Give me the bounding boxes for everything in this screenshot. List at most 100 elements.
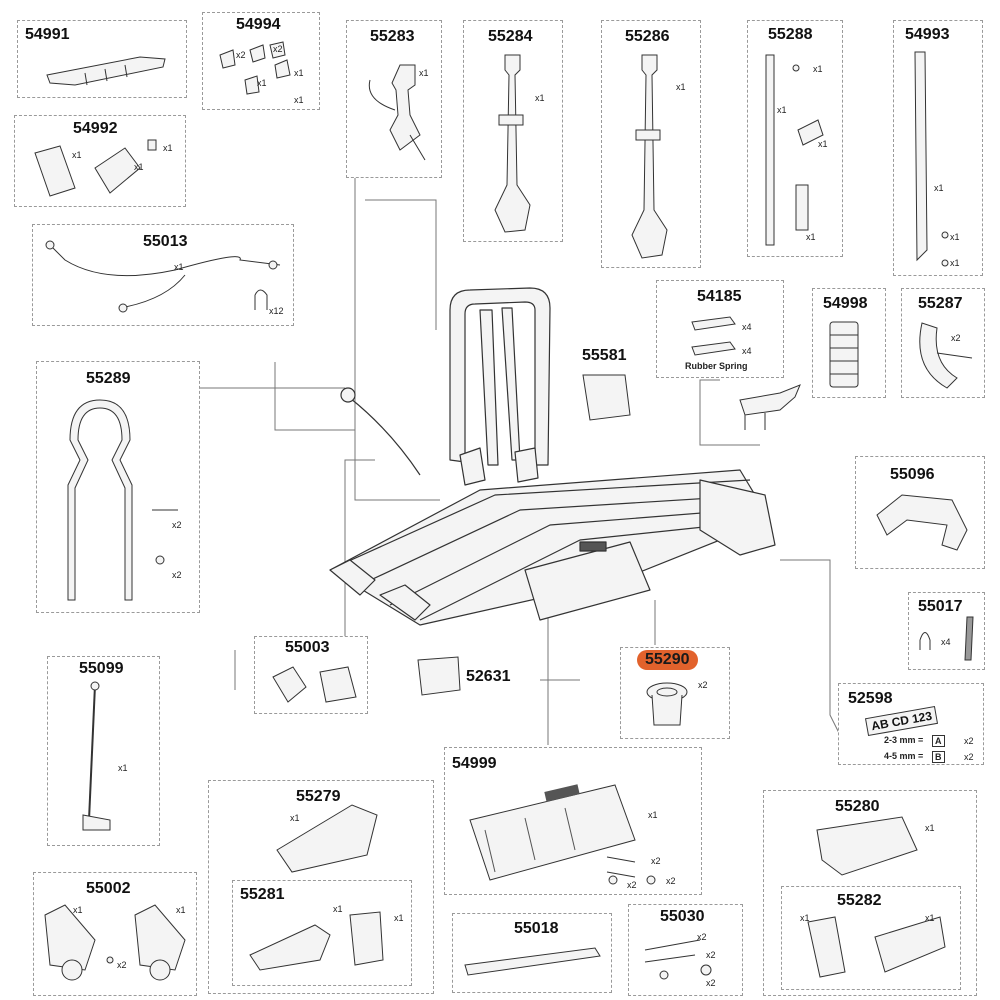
- part-number: 55282: [837, 892, 882, 909]
- quantity-label: x1: [950, 258, 960, 268]
- quantity-label: x1: [294, 95, 304, 105]
- bracket-illustration: [45, 45, 170, 90]
- rubber-spring-label: Rubber Spring: [685, 361, 748, 371]
- screw-illustration: [150, 505, 185, 575]
- quantity-label: x2: [172, 570, 182, 580]
- part-number: 54993: [905, 26, 950, 43]
- quantity-label: x1: [800, 913, 810, 923]
- part-box-55013: [32, 224, 294, 326]
- quantity-label: x2: [951, 333, 961, 343]
- part-number: 55018: [514, 920, 559, 937]
- quantity-label: x2: [698, 680, 708, 690]
- part-number: 55287: [918, 295, 963, 312]
- part-number: 55013: [143, 233, 188, 250]
- part-number: 52631: [466, 668, 511, 685]
- cable-illustration: [45, 240, 285, 315]
- quantity-label: x1: [950, 232, 960, 242]
- part-box-55288: [747, 20, 843, 257]
- part-number: 54991: [25, 26, 70, 43]
- size-label: 4-5 mm =: [884, 751, 924, 761]
- long-strap-illustration: [905, 50, 965, 270]
- bike-carrier-assembly-illustration: [320, 280, 790, 640]
- end-cap-illustration: [272, 800, 382, 875]
- part-box-55289: [36, 361, 200, 613]
- part-number: 55280: [835, 798, 880, 815]
- part-number: 55099: [79, 660, 124, 677]
- hook-illustration: [912, 318, 977, 393]
- quantity-label: x1: [535, 93, 545, 103]
- quantity-label: x1: [294, 68, 304, 78]
- quantity-label: x1: [174, 262, 184, 272]
- part-number: 55289: [86, 370, 131, 387]
- part-number: 55581: [582, 347, 627, 364]
- part-box-55099: [47, 656, 160, 846]
- part-number: 55017: [918, 598, 963, 615]
- quantity-label: x1: [813, 64, 823, 74]
- strap-pad-illustration: [825, 320, 865, 390]
- quantity-label: x2: [666, 876, 676, 886]
- buckle-illustration: [735, 385, 805, 430]
- end-cap-illustration: [800, 912, 950, 982]
- screw-illustration: [605, 852, 665, 887]
- part-number: 55003: [285, 639, 330, 656]
- quantity-label: x4: [941, 637, 951, 647]
- rail-illustration: [460, 940, 605, 980]
- quantity-label: x1: [777, 105, 787, 115]
- quantity-label: x1: [394, 913, 404, 923]
- part-number: 55279: [296, 788, 341, 805]
- rubber-spring-illustration: [690, 312, 740, 357]
- part-number-highlighted: 55290: [637, 650, 698, 670]
- quantity-label: x2: [236, 50, 246, 60]
- quantity-label: x1: [72, 150, 82, 160]
- wheel-holder-illustration: [40, 900, 190, 990]
- bracket-illustration: [268, 662, 363, 707]
- quantity-label: x1: [925, 913, 935, 923]
- quantity-label: x1: [176, 905, 186, 915]
- part-number: 54992: [73, 120, 118, 137]
- quantity-label: x1: [163, 143, 173, 153]
- screw-illustration: [640, 930, 720, 985]
- quantity-label: x1: [934, 183, 944, 193]
- part-box-55283: [346, 20, 442, 178]
- quantity-label: x1: [134, 162, 144, 172]
- quantity-label: x4: [742, 322, 752, 332]
- part-number: 55281: [240, 886, 285, 903]
- part-number: 54999: [452, 755, 497, 772]
- part-number: 52598: [848, 690, 893, 707]
- arm-illustration: [485, 50, 545, 235]
- quantity-label: x2: [706, 950, 716, 960]
- part-number: 54998: [823, 295, 868, 312]
- bracket-illustration: [575, 370, 635, 425]
- quantity-label: x2: [273, 44, 283, 54]
- clamp-illustration: [30, 138, 180, 200]
- quantity-label: x2: [627, 880, 637, 890]
- quantity-label: x1: [925, 823, 935, 833]
- quantity-label: x12: [269, 306, 284, 316]
- quantity-label: x1: [676, 82, 686, 92]
- quantity-label: x1: [648, 810, 658, 820]
- quantity-label: x2: [697, 932, 707, 942]
- part-box-54993: [893, 20, 983, 276]
- part-number: 55002: [86, 880, 131, 897]
- size-key: A: [932, 735, 945, 747]
- handle-illustration: [872, 490, 972, 560]
- quantity-label: x1: [806, 232, 816, 242]
- plug-illustration: [640, 680, 695, 735]
- plate-holder-illustration: [465, 784, 645, 885]
- bracket-illustration: [410, 655, 465, 700]
- quantity-label: x1: [257, 78, 267, 88]
- skewer-illustration: [75, 680, 125, 840]
- clips-illustration: [215, 40, 305, 100]
- quantity-label: x2: [706, 978, 716, 988]
- strap-illustration: [758, 50, 838, 250]
- quantity-label: x4: [742, 346, 752, 356]
- end-cap-illustration: [245, 910, 395, 975]
- strap-holder-illustration: [360, 55, 430, 165]
- part-number: 55288: [768, 26, 813, 43]
- size-key: B: [932, 751, 945, 763]
- quantity-label: x1: [419, 68, 429, 78]
- size-label: 2-3 mm =: [884, 735, 924, 745]
- part-box-55287: [901, 288, 985, 398]
- bolt-illustration: [915, 615, 985, 665]
- quantity-label: x1: [333, 904, 343, 914]
